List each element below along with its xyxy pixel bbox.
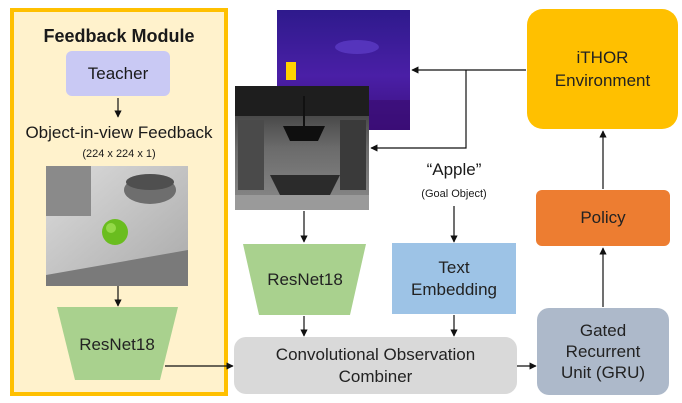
feedback-resnet-trapezoid: ResNet18 [57,307,178,380]
ithor-environment-box: iTHOR Environment [527,9,678,129]
gru-line-1: Gated [579,321,627,340]
goal-object-word: “Apple” [426,160,482,179]
policy-label: Policy [580,208,626,227]
combiner-line-2: Combiner [338,366,413,386]
main-resnet-trapezoid: ResNet18 [243,244,366,315]
main-resnet-label: ResNet18 [267,270,343,289]
combiner-line-1: Convolutional Observation [275,344,476,364]
environment-line-1: iTHOR [576,48,629,67]
feedback-module-title: Feedback Module [43,26,195,46]
text-embedding-line-2: Embedding [410,279,497,299]
object-in-view-mask-image [46,166,188,286]
environment-line-2: Environment [554,71,651,90]
gru-line-2: Recurrent [565,342,641,361]
feedback-dimensions-label: (224 x 224 x 1) [82,148,156,160]
text-embedding-line-1: Text [438,257,470,277]
gru-line-3: Unit (GRU) [560,363,646,382]
arrow-environment-to-rgb [370,70,467,152]
text-embedding-box: Text Embedding [392,243,516,314]
observation-combiner-box: Convolutional Observation Combiner [234,337,517,394]
gru-box: Gated Recurrent Unit (GRU) [537,308,669,395]
teacher-label: Teacher [87,63,149,83]
teacher-box: Teacher [66,51,170,96]
object-in-view-feedback-label: Object-in-view Feedback [25,123,213,142]
policy-box: Policy [536,190,670,246]
kitchen-rgb-image [235,86,369,210]
feedback-resnet-label: ResNet18 [79,335,155,354]
goal-object-caption: (Goal Object) [421,188,487,200]
